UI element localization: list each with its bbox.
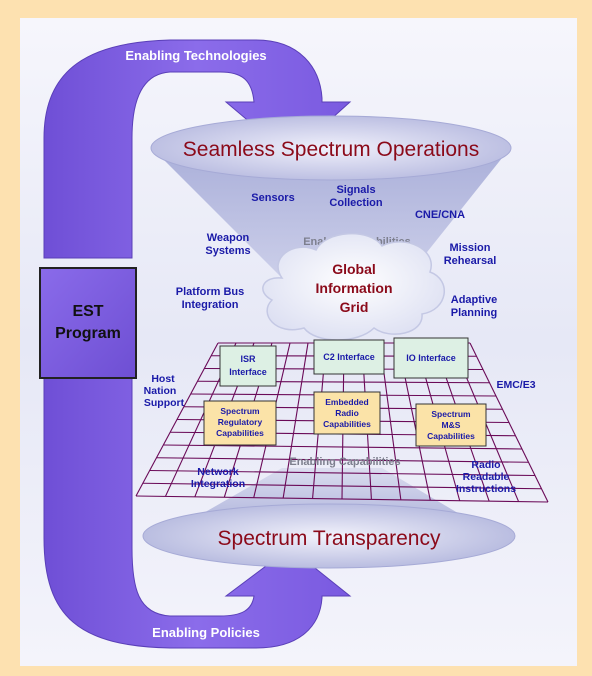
label-host-nation-2: Nation <box>144 385 177 397</box>
enabling-capabilities-label: Enabling Capabilities <box>289 456 400 468</box>
capability-embedded-radio: Embedded Radio Capabilities <box>313 391 381 435</box>
grid-column-line <box>469 342 549 503</box>
label-signals-collection-2: Collection <box>329 197 382 209</box>
slide-canvas: EST Program Enabling Technologies Enabli… <box>20 18 577 666</box>
svg-text:Capabilities: Capabilities <box>427 431 475 441</box>
svg-text:IO Interface: IO Interface <box>406 353 456 363</box>
label-network-integration-2: Integration <box>191 478 245 490</box>
label-platform-bus-2: Integration <box>182 299 239 311</box>
svg-text:C2 Interface: C2 Interface <box>323 352 375 362</box>
top-funnel-rim <box>150 115 512 181</box>
svg-text:Spectrum: Spectrum <box>431 409 471 419</box>
svg-text:M&S: M&S <box>442 420 461 430</box>
cloud-line-2: Information <box>316 280 393 296</box>
label-sensors: Sensors <box>251 192 294 204</box>
est-program-box <box>39 267 137 379</box>
label-signals-collection-1: Signals <box>336 184 375 196</box>
label-weapon-systems-2: Systems <box>205 245 250 257</box>
svg-text:Regulatory: Regulatory <box>218 417 263 427</box>
label-network-integration-1: Network <box>197 466 239 478</box>
label-radio-readable-2: Readable <box>463 471 510 483</box>
program-label: Program <box>55 325 121 342</box>
capability-spectrum-regulatory: Spectrum Regulatory Capabilities <box>203 400 277 446</box>
label-radio-readable-3: Instructions <box>456 483 516 495</box>
svg-text:Spectrum: Spectrum <box>220 406 260 416</box>
svg-text:Capabilities: Capabilities <box>216 428 264 438</box>
enabling-capability-labels: Host Nation Support EMC/E3 Network Integ… <box>144 373 536 495</box>
est-program-loop: EST Program Enabling Technologies Enabli… <box>39 39 352 649</box>
label-adaptive-planning-2: Planning <box>451 307 497 319</box>
label-mission-rehearsal-1: Mission <box>450 242 491 254</box>
label-host-nation-1: Host <box>151 373 175 385</box>
est-label: EST <box>72 303 103 320</box>
enabled-capability-labels: Sensors Signals Collection CNE/CNA Weapo… <box>176 184 497 319</box>
top-funnel-title: Seamless Spectrum Operations <box>183 138 479 161</box>
grid-column-line <box>282 342 309 499</box>
grid-column-line <box>135 342 219 497</box>
bottom-funnel-title: Spectrum Transparency <box>218 527 441 550</box>
enabling-technologies-label: Enabling Technologies <box>125 48 266 63</box>
label-host-nation-3: Support <box>144 397 185 409</box>
bottom-curved-arrow <box>43 367 352 649</box>
interface-isr: ISR Interface <box>219 345 277 387</box>
svg-text:ISR: ISR <box>240 354 256 364</box>
svg-text:Embedded: Embedded <box>325 397 368 407</box>
cloud-line-3: Grid <box>340 299 369 315</box>
label-cne-cna: CNE/CNA <box>415 209 465 221</box>
top-curved-arrow <box>43 39 352 259</box>
label-radio-readable-1: Radio <box>471 459 500 471</box>
label-adaptive-planning-1: Adaptive <box>451 294 497 306</box>
interface-c2: C2 Interface <box>313 339 385 375</box>
svg-text:Capabilities: Capabilities <box>323 419 371 429</box>
interface-io: IO Interface <box>393 337 469 379</box>
label-mission-rehearsal-2: Rehearsal <box>444 255 497 267</box>
label-platform-bus-1: Platform Bus <box>176 286 244 298</box>
label-emc-e3: EMC/E3 <box>496 379 535 391</box>
label-weapon-systems-1: Weapon <box>207 232 250 244</box>
bottom-funnel: Spectrum Transparency <box>142 468 516 569</box>
svg-text:Interface: Interface <box>229 367 267 377</box>
cloud-line-1: Global <box>332 261 376 277</box>
bottom-funnel-rim <box>142 503 516 569</box>
capability-spectrum-ms: Spectrum M&S Capabilities <box>415 403 487 447</box>
enabling-policies-label: Enabling Policies <box>152 625 260 640</box>
svg-text:Radio: Radio <box>335 408 359 418</box>
global-information-grid-cloud: Global Information Grid <box>262 233 446 341</box>
